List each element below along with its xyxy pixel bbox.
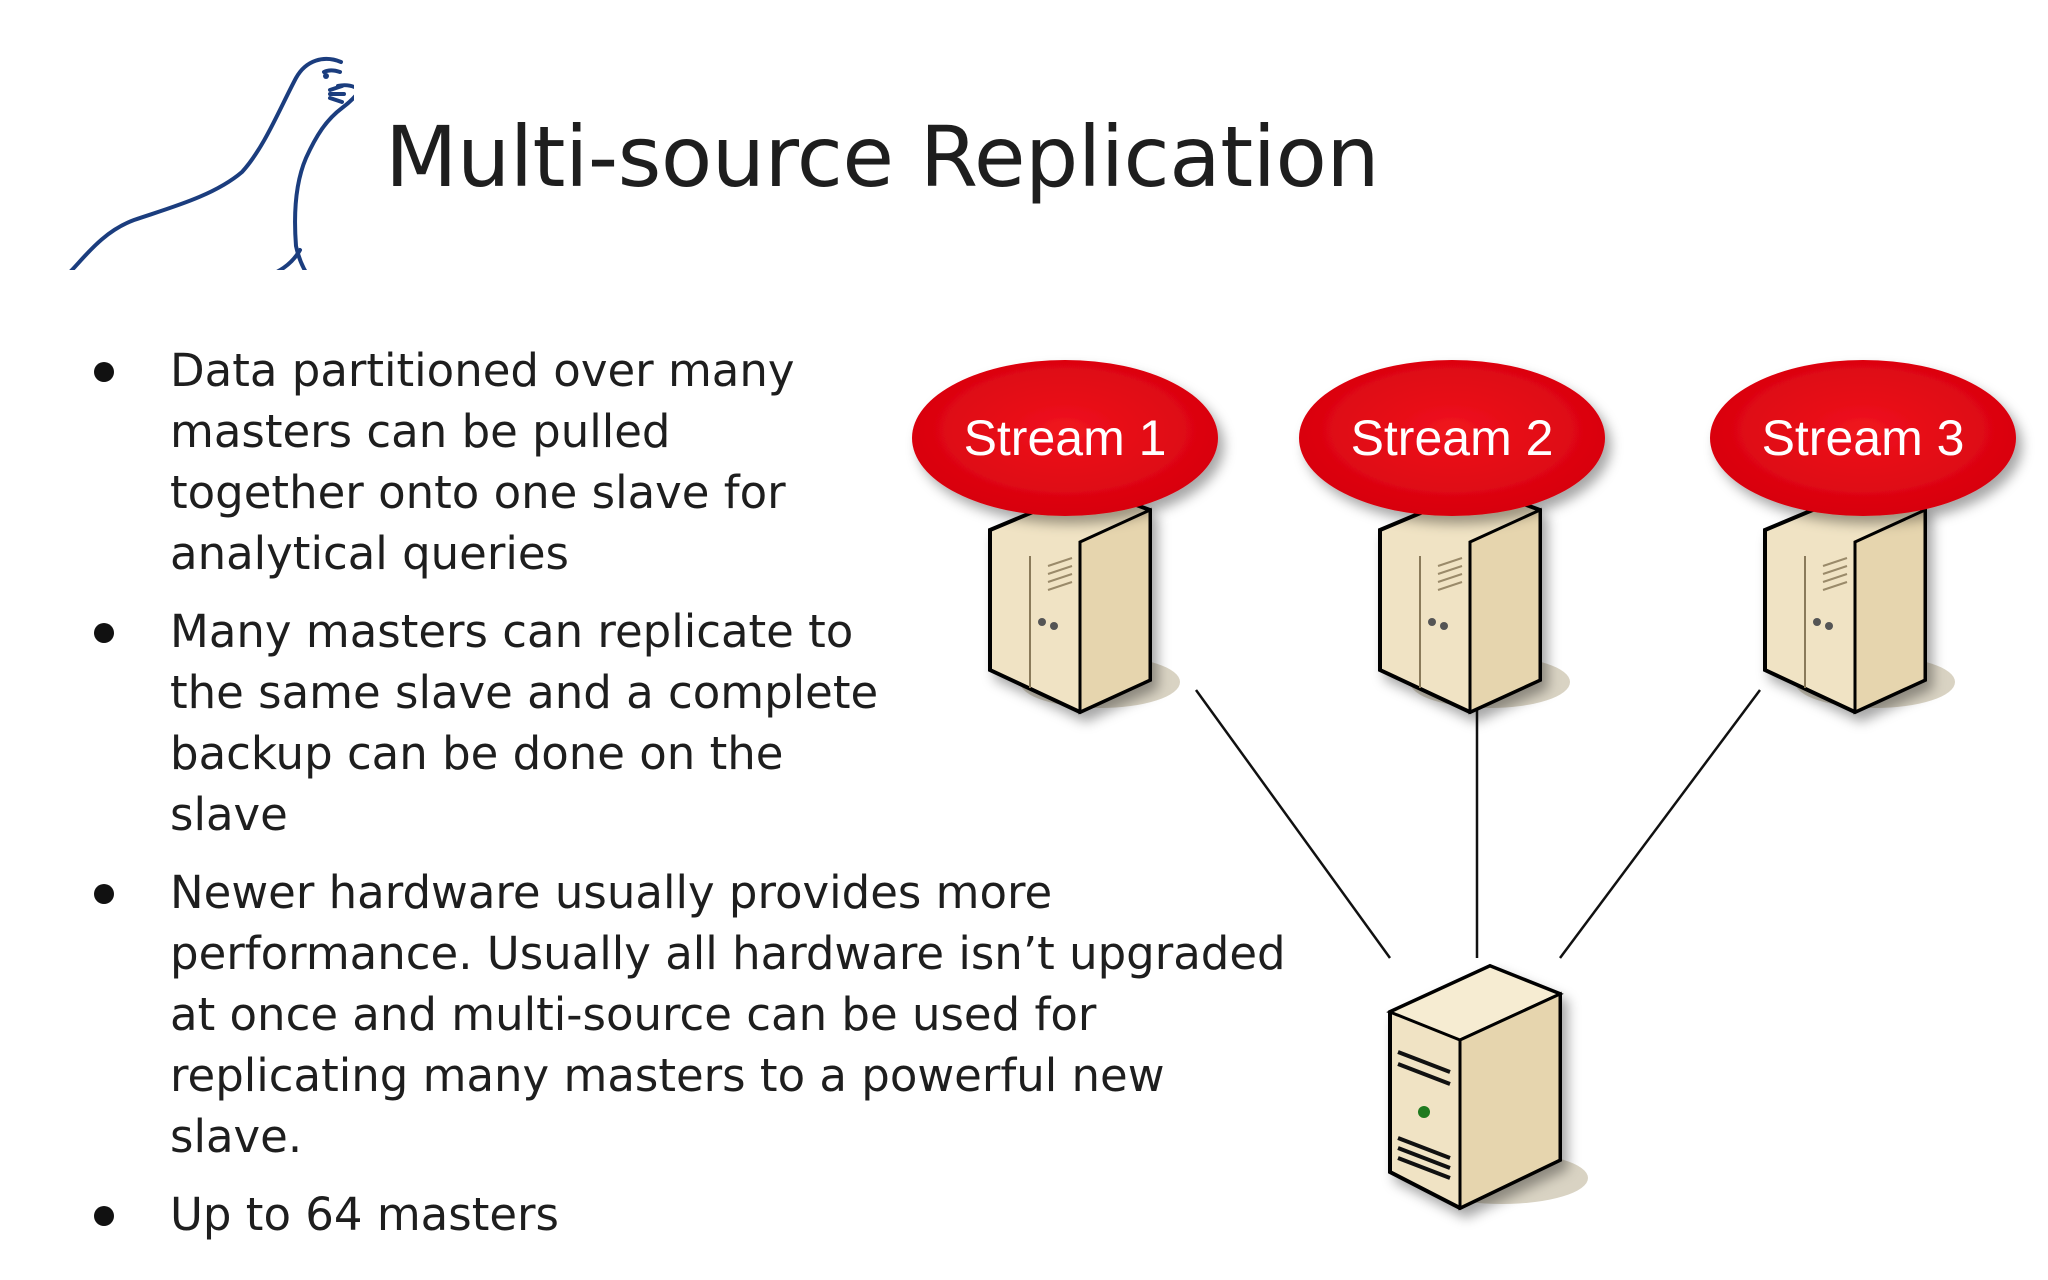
source-server-icon [988, 485, 1180, 715]
stream-label: Stream 3 [1762, 410, 1965, 466]
source-server-icon [1378, 485, 1570, 715]
bullet-dot [94, 884, 114, 904]
target-server-icon [1386, 963, 1588, 1211]
bullet-dot [94, 623, 114, 643]
stream-bubble-1: Stream 1 [912, 360, 1218, 516]
bullet-dot [94, 1206, 114, 1226]
bullet-text: Up to 64 masters [170, 1188, 559, 1241]
stream-bubble-2: Stream 2 [1299, 360, 1605, 516]
seal-logo-icon [69, 57, 354, 270]
stream-bubble-3: Stream 3 [1710, 360, 2016, 516]
replication-diagram: Stream 1 Stream 2 Stream 3 [912, 360, 2016, 1211]
bullet-item: Newer hardware usually provides more per… [90, 862, 1310, 1167]
source-server-icon [1763, 485, 1955, 715]
stream-label: Stream 1 [964, 410, 1167, 466]
bullet-text: Data partitioned over many masters can b… [170, 344, 795, 580]
bullet-dot [94, 362, 114, 382]
bullet-item: Up to 64 masters [90, 1184, 850, 1245]
bullet-text: Newer hardware usually provides more per… [170, 866, 1286, 1163]
connector-line [1194, 689, 1392, 959]
connector-line [1558, 689, 1762, 959]
bullet-text: Many masters can replicate to the same s… [170, 605, 879, 841]
stream-label: Stream 2 [1351, 410, 1554, 466]
bullet-item: Data partitioned over many masters can b… [90, 340, 850, 584]
bullet-item: Many masters can replicate to the same s… [90, 601, 910, 845]
bullet-list: Data partitioned over many masters can b… [90, 340, 1290, 1245]
page-title: Multi-source Replication [385, 108, 1380, 206]
